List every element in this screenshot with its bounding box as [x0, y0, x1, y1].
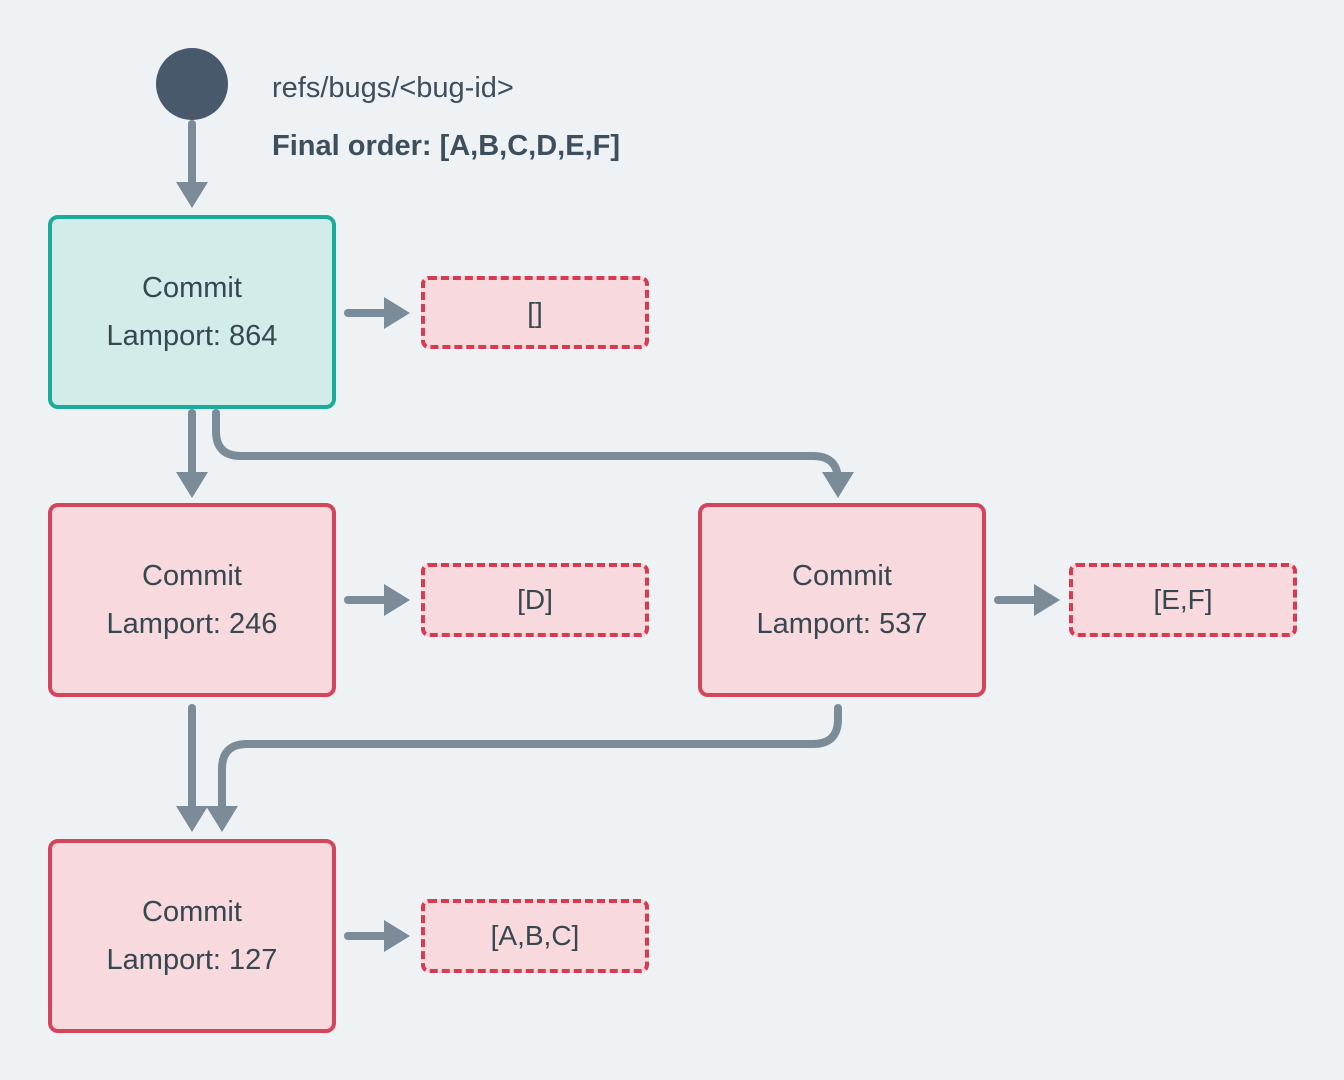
arrow-246-to-127 [176, 704, 208, 832]
arrow-864-to-bucket [344, 297, 410, 329]
bucket-value: [D] [517, 584, 553, 615]
bucket-127: [A,B,C] [421, 899, 649, 973]
arrow-537-to-bucket [994, 584, 1060, 616]
commit-lamport: Lamport: 537 [756, 608, 928, 640]
ref-name-label: refs/bugs/<bug-id> [272, 72, 514, 104]
commit-lamport: Lamport: 127 [106, 944, 278, 976]
arrow-537-to-127 [206, 704, 842, 832]
bucket-537: [E,F] [1069, 563, 1297, 637]
commit-title: Commit [142, 560, 242, 592]
ref-head-circle [156, 48, 228, 120]
final-order-label: Final order: [A,B,C,D,E,F] [272, 130, 620, 162]
arrow-ref-to-864 [176, 120, 208, 208]
bucket-value: [E,F] [1153, 584, 1213, 615]
commit-lamport: Lamport: 246 [106, 608, 278, 640]
bucket-246: [D] [421, 563, 649, 637]
commit-title: Commit [142, 272, 242, 304]
bucket-864: [] [421, 276, 649, 349]
commit-node-127: Commit Lamport: 127 [48, 839, 336, 1033]
arrow-864-to-246 [176, 409, 208, 498]
bucket-value: [A,B,C] [490, 920, 580, 951]
commit-node-537: Commit Lamport: 537 [698, 503, 986, 697]
commit-lamport: Lamport: 864 [106, 320, 278, 352]
arrow-246-to-bucket [344, 584, 410, 616]
bucket-value: [] [527, 296, 543, 328]
commit-title: Commit [792, 560, 892, 592]
commit-node-864: Commit Lamport: 864 [48, 215, 336, 409]
commit-title: Commit [142, 896, 242, 928]
arrow-864-to-537 [212, 409, 854, 498]
commit-node-246: Commit Lamport: 246 [48, 503, 336, 697]
arrow-127-to-bucket [344, 920, 410, 952]
